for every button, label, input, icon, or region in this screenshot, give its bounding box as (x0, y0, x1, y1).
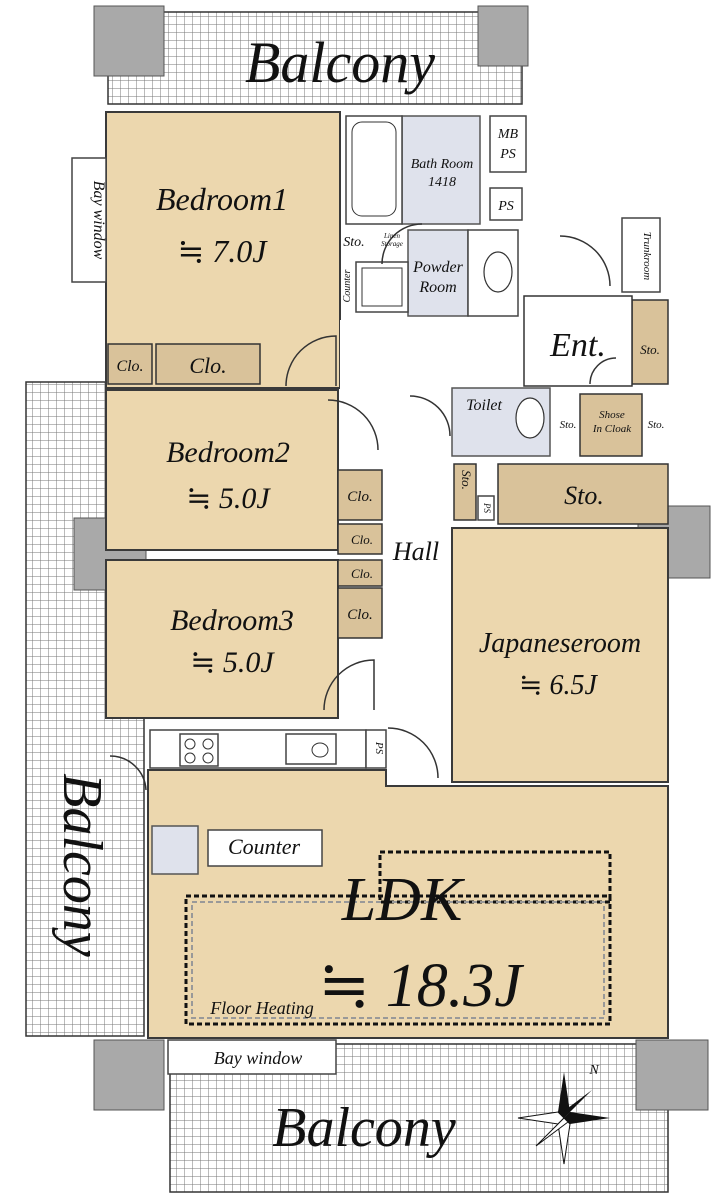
sto-label-bath: Sto. (343, 235, 364, 250)
balcony-left-label: Balcony (51, 773, 113, 957)
clo-bed3-small-label: Clo. (351, 566, 373, 581)
powder-sink (483, 251, 513, 293)
bathroom-area (401, 115, 481, 225)
ps-kitchen-label: PS (373, 741, 385, 755)
counter-small-label: Counter (342, 270, 353, 303)
column (477, 5, 529, 67)
powder-label-2: Room (418, 279, 456, 296)
bay-window-bottom-label: Bay window (214, 1048, 303, 1068)
bay-window-left-box (71, 157, 107, 283)
sto-hall-small-label: Sto. (459, 470, 474, 490)
balcony-bottom-label: Balcony (272, 1097, 456, 1159)
bay-window-left-label: Bay window (90, 181, 107, 260)
ps-hall (477, 495, 495, 521)
ldk-name: LDK (341, 866, 466, 934)
trunkroom (621, 217, 661, 293)
sto-hall-label: Sto. (564, 481, 604, 510)
japaneseroom-name: Japaneseroom (479, 628, 641, 659)
ldk-size: ≒ 18.3J (318, 952, 524, 1020)
shoe-label-2: In Cloak (592, 423, 632, 435)
hall-label: Hall (392, 537, 439, 566)
entrance-floor (523, 295, 633, 387)
ps-box (489, 187, 523, 221)
counter-label: Counter (228, 834, 301, 859)
bedroom3-size: ≒ 5.0J (190, 646, 275, 679)
bedroom1-name: Bedroom1 (156, 181, 288, 217)
balcony-top (107, 11, 523, 105)
clo-bed3 (337, 587, 383, 639)
column (635, 1039, 709, 1111)
mb-ps-label: PS (499, 147, 516, 162)
bedroom1-area (105, 111, 341, 389)
sto-toilet-left: Sto. (560, 419, 577, 431)
bay-window-bottom-box (167, 1039, 337, 1075)
bathtub-inner (351, 121, 397, 217)
clo-bed2 (337, 469, 383, 521)
sto-hall (497, 463, 669, 525)
bathtub (345, 115, 403, 225)
bath-label: Bath Room (411, 157, 474, 172)
clo-bed1-large-label: Clo. (189, 353, 226, 378)
floor-heating-outer (184, 894, 612, 1026)
clo-bed1-large (155, 343, 261, 385)
trunkroom-label: Trunkroom (641, 232, 653, 281)
clo-bed2-label: Clo. (347, 489, 372, 505)
floor-heating-label: Floor Heating (209, 998, 314, 1018)
bedroom3-name: Bedroom3 (170, 604, 294, 637)
clo-bed3-label: Clo. (347, 607, 372, 623)
shoe-in-cloak (579, 393, 643, 457)
clo-bed1-small-label: Clo. (116, 358, 143, 375)
column (93, 1039, 165, 1111)
washing-machine-inner (361, 267, 403, 307)
clo-bed1-small (107, 343, 153, 385)
compass-label: N (588, 1063, 599, 1078)
linen-label-2: Storage (381, 240, 403, 248)
linen-label: Linen (383, 232, 400, 240)
sto-entrance-label: Sto. (640, 342, 660, 357)
kitchen-sink (285, 733, 337, 765)
balcony-top-label: Balcony (245, 30, 435, 95)
mbps-box (489, 115, 527, 173)
clo-bed2-small (337, 523, 383, 555)
floor-heating-inner (378, 850, 612, 904)
clo-bed3-small (337, 559, 383, 587)
ps-kitchen (365, 729, 387, 769)
mb-label: MB (497, 127, 519, 142)
washing-machine (355, 261, 409, 313)
toilet-label: Toilet (466, 397, 502, 414)
bedroom2-size: ≒ 5.0J (186, 482, 271, 515)
sto-entrance (631, 299, 669, 385)
ps-hall-label: PS (482, 502, 492, 513)
clo-bed2-small-label: Clo. (351, 532, 373, 547)
ps-box-label: PS (497, 199, 514, 214)
compass-icon (517, 1072, 610, 1165)
ent-label: Ent. (549, 327, 606, 364)
bedroom2-area (105, 389, 339, 551)
sto-toilet-right: Sto. (648, 419, 665, 431)
column (93, 5, 165, 77)
bedroom2-name: Bedroom2 (166, 436, 290, 469)
bedroom1-size: ≒ 7.0J (177, 233, 268, 269)
counter-sink-square (151, 825, 199, 875)
powder-label: Powder (412, 259, 464, 276)
bath-size-label: 1418 (428, 175, 456, 190)
sto-hall-small (453, 463, 477, 521)
toilet-bowl (515, 397, 545, 439)
counter-box (207, 829, 323, 867)
japaneseroom-area (451, 527, 669, 783)
bedroom3-area (105, 559, 339, 719)
shoe-label: Shose (599, 409, 625, 421)
japaneseroom-size: ≒ 6.5J (519, 670, 598, 701)
